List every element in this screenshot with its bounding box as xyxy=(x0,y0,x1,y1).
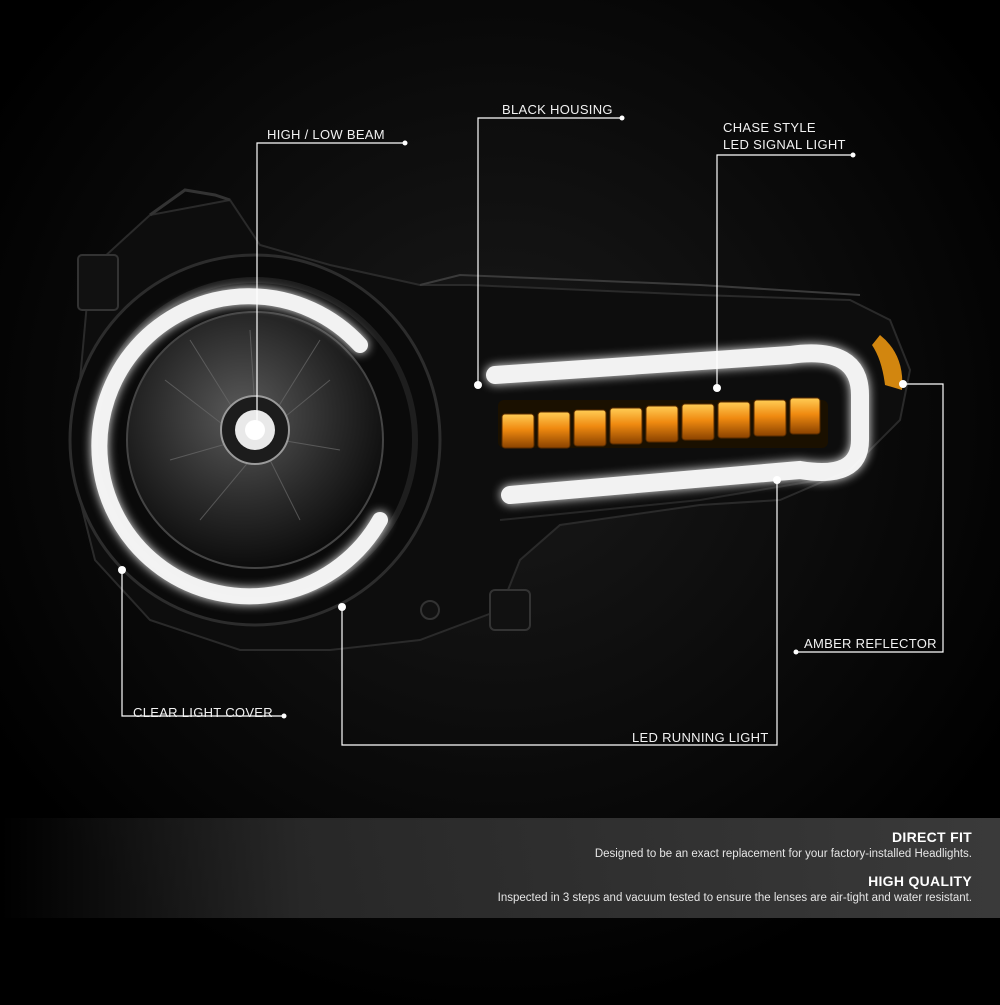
callout-clear-light-cover: CLEAR LIGHT COVER xyxy=(133,705,273,720)
chase-signal-segments xyxy=(498,397,828,449)
led-halo-ring xyxy=(91,288,388,605)
feature-description: Inspected in 3 steps and vacuum tested t… xyxy=(497,892,972,904)
mounting-tabs xyxy=(77,254,531,631)
callout-high-low-beam: HIGH / LOW BEAM xyxy=(267,127,385,142)
feature-title: DIRECT FIT xyxy=(892,829,972,845)
callout-chase-line1: CHASE STYLE xyxy=(723,120,816,135)
callout-chase-line2: LED SIGNAL LIGHT xyxy=(723,137,846,152)
feature-title: HIGH QUALITY xyxy=(868,873,972,889)
feature-direct-fit: DIRECT FIT Designed to be an exact repla… xyxy=(595,829,972,860)
callout-lines xyxy=(121,117,944,746)
feature-band xyxy=(0,818,1000,918)
feature-description: Designed to be an exact replacement for … xyxy=(594,848,972,860)
amber-reflector xyxy=(872,335,903,390)
callout-led-running-light: LED RUNNING LIGHT xyxy=(632,730,769,745)
callout-amber-reflector: AMBER REFLECTOR xyxy=(804,636,937,651)
led-drl-bar xyxy=(486,344,869,504)
callout-black-housing: BLACK HOUSING xyxy=(502,102,613,117)
feature-high-quality: HIGH QUALITY Inspected in 3 steps and va… xyxy=(498,873,972,904)
callout-dots xyxy=(118,115,907,719)
